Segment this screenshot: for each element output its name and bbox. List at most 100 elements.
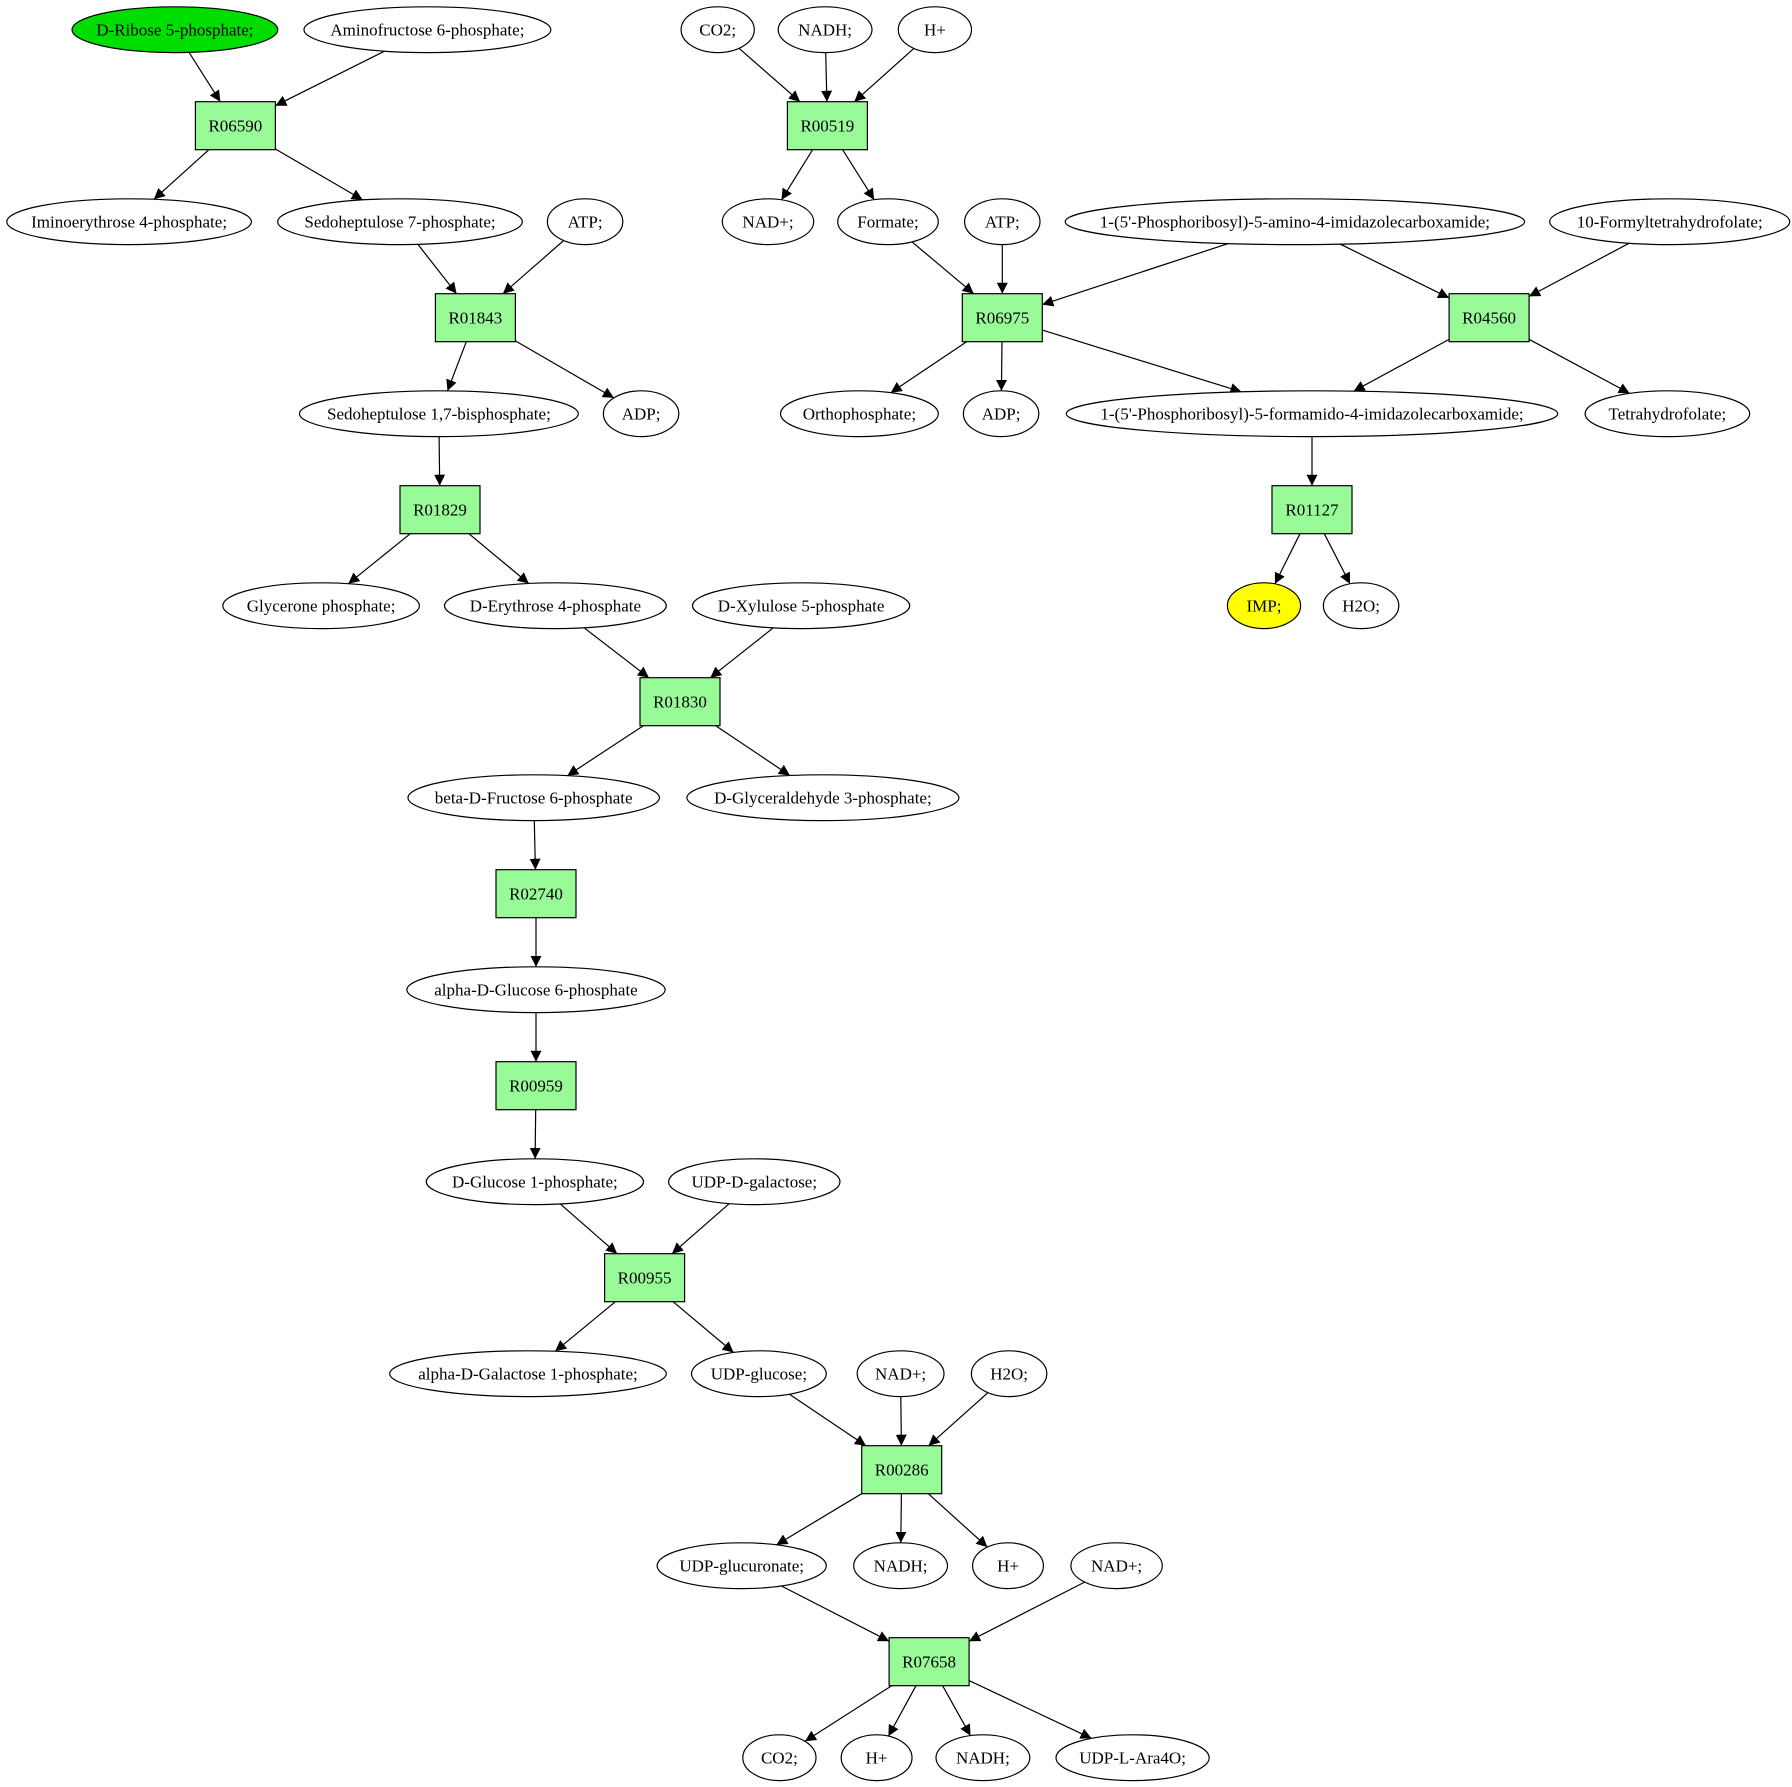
edge-c34-r11 — [1042, 243, 1229, 307]
reaction-box — [603, 1253, 686, 1303]
compound-label: Tetrahydrofolate; — [1609, 405, 1727, 424]
compound-node-c8[interactable]: Glycerone phosphate; — [222, 582, 421, 630]
compound-node-c3[interactable]: Iminoerythrose 4-phosphate; — [6, 198, 253, 246]
compound-node-c29[interactable]: NADH; — [777, 6, 873, 54]
reaction-box — [434, 293, 516, 343]
compound-ellipse — [667, 1158, 841, 1206]
compound-label: UDP-glucose; — [711, 1365, 807, 1384]
compound-node-c16[interactable]: alpha-D-Galactose 1-phosphate; — [389, 1350, 667, 1398]
compound-node-c4[interactable]: Sedoheptulose 7-phosphate; — [277, 198, 523, 246]
reaction-label: R04560 — [1462, 309, 1516, 328]
compound-node-c22[interactable]: H+ — [971, 1542, 1044, 1590]
reaction-label: R01829 — [413, 501, 467, 520]
compound-label: ADP; — [622, 405, 661, 424]
compound-node-c41[interactable]: H2O; — [1322, 582, 1400, 630]
compound-label: Orthophosphate; — [803, 405, 916, 424]
compound-node-c21[interactable]: NADH; — [853, 1542, 949, 1590]
reaction-node-r01843[interactable]: R01843 — [434, 293, 516, 343]
reaction-node-r01127[interactable]: R01127 — [1271, 485, 1353, 535]
compound-node-c31[interactable]: NAD+; — [721, 198, 815, 246]
edge-c15-r7 — [671, 1203, 730, 1255]
compound-node-c11[interactable]: beta-D-Fructose 6-phosphate — [407, 774, 660, 822]
target-compound-node[interactable]: IMP; — [1226, 582, 1302, 630]
edge-c20-r9 — [780, 1585, 890, 1642]
edge-r9-c25 — [887, 1685, 917, 1737]
edge-r1-c3 — [153, 149, 210, 200]
compound-ellipse — [656, 1542, 827, 1590]
compound-node-c27[interactable]: UDP-L-Ara4O; — [1055, 1734, 1210, 1782]
compound-node-c6[interactable]: Sedoheptulose 1,7-bisphosphate; — [298, 390, 579, 438]
compound-node-c2[interactable]: Aminofructose 6-phosphate; — [303, 6, 552, 54]
compound-label: CO2; — [699, 21, 736, 40]
compound-node-c19[interactable]: H2O; — [970, 1350, 1048, 1398]
compound-node-c39[interactable]: Tetrahydrofolate; — [1584, 390, 1751, 438]
compound-node-c12[interactable]: D-Glyceraldehyde 3-phosphate; — [686, 774, 960, 822]
compound-label: NAD+; — [742, 213, 793, 232]
edge-r6-c14 — [529, 1109, 541, 1159]
reaction-node-r07658[interactable]: R07658 — [888, 1637, 970, 1687]
reaction-node-r00959[interactable]: R00959 — [495, 1061, 577, 1111]
start-compound-node[interactable]: D-Ribose 5-phosphate; — [71, 6, 279, 54]
compound-ellipse — [303, 6, 552, 54]
compound-node-c7[interactable]: ADP; — [602, 390, 680, 438]
compound-node-c5[interactable]: ATP; — [546, 198, 624, 246]
edge-r9-c27 — [968, 1680, 1092, 1739]
compound-node-c15[interactable]: UDP-D-galactose; — [667, 1158, 841, 1206]
compound-node-c10[interactable]: D-Xylulose 5-phosphate — [691, 582, 911, 630]
compound-ellipse — [298, 390, 579, 438]
edge-r2-c7 — [515, 340, 615, 399]
reaction-node-r01829[interactable]: R01829 — [399, 485, 481, 535]
compound-label: Sedoheptulose 7-phosphate; — [304, 213, 495, 232]
compound-node-c20[interactable]: UDP-glucuronate; — [656, 1542, 827, 1590]
compound-node-c34[interactable]: 1-(5'-Phosphoribosyl)-5-amino-4-imidazol… — [1064, 198, 1526, 246]
reaction-node-r04560[interactable]: R04560 — [1448, 293, 1530, 343]
node-layer: R06590R01843R01829R01830R02740R00959R009… — [6, 6, 1791, 1782]
compound-node-c32[interactable]: Formate; — [837, 198, 939, 246]
compound-label: CO2; — [761, 1749, 798, 1768]
reaction-node-r02740[interactable]: R02740 — [495, 869, 577, 919]
compound-node-c28[interactable]: CO2; — [680, 6, 755, 54]
reaction-node-r06975[interactable]: R06975 — [961, 293, 1043, 343]
compound-ellipse — [690, 1350, 827, 1398]
edge-c2-r1 — [275, 50, 385, 107]
compound-node-c14[interactable]: D-Glucose 1-phosphate; — [425, 1158, 645, 1206]
compound-ellipse — [777, 6, 873, 54]
edge-layer — [153, 47, 1630, 1742]
compound-ellipse — [721, 198, 815, 246]
compound-node-c25[interactable]: H+ — [840, 1734, 913, 1782]
reaction-node-r01830[interactable]: R01830 — [639, 677, 721, 727]
compound-label: H2O; — [990, 1365, 1028, 1384]
edge-c14-r7 — [559, 1203, 618, 1255]
compound-ellipse — [856, 1350, 945, 1398]
reaction-node-r00286[interactable]: R00286 — [861, 1445, 943, 1495]
compound-node-c35[interactable]: 10-Formyltetrahydrofolate; — [1549, 198, 1791, 246]
compound-label: H+ — [866, 1749, 888, 1768]
reaction-label: R01843 — [448, 309, 502, 328]
compound-node-c9[interactable]: D-Erythrose 4-phosphate — [443, 582, 667, 630]
reaction-node-r06590[interactable]: R06590 — [194, 101, 276, 151]
compound-label: 1-(5'-Phosphoribosyl)-5-formamido-4-imid… — [1100, 405, 1523, 424]
reaction-node-r00519[interactable]: R00519 — [786, 101, 869, 151]
compound-node-c24[interactable]: CO2; — [742, 1734, 817, 1782]
compound-node-c18[interactable]: NAD+; — [856, 1350, 945, 1398]
reaction-box — [399, 485, 481, 535]
compound-node-c38[interactable]: 1-(5'-Phosphoribosyl)-5-formamido-4-imid… — [1065, 390, 1559, 438]
reaction-label: R07658 — [902, 1653, 956, 1672]
compound-node-c26[interactable]: NADH; — [935, 1734, 1031, 1782]
compound-node-c13[interactable]: alpha-D-Glucose 6-phosphate — [406, 966, 666, 1014]
compound-node-c33[interactable]: ATP; — [963, 198, 1041, 246]
compound-label: D-Xylulose 5-phosphate — [718, 597, 885, 616]
reaction-node-r00955[interactable]: R00955 — [603, 1253, 686, 1303]
compound-node-c36[interactable]: Orthophosphate; — [779, 390, 939, 438]
compound-node-c17[interactable]: UDP-glucose; — [690, 1350, 827, 1398]
compound-label: UDP-glucuronate; — [679, 1557, 804, 1576]
edge-c5-r2 — [502, 240, 565, 295]
compound-ellipse — [686, 774, 960, 822]
edge-r12-c38 — [1353, 338, 1450, 392]
compound-node-c23[interactable]: NAD+; — [1070, 1542, 1163, 1590]
compound-node-c37[interactable]: ADP; — [962, 390, 1040, 438]
edge-c28-r10 — [738, 47, 801, 103]
compound-node-c30[interactable]: H+ — [897, 6, 973, 54]
compound-label: D-Ribose 5-phosphate; — [96, 21, 253, 40]
